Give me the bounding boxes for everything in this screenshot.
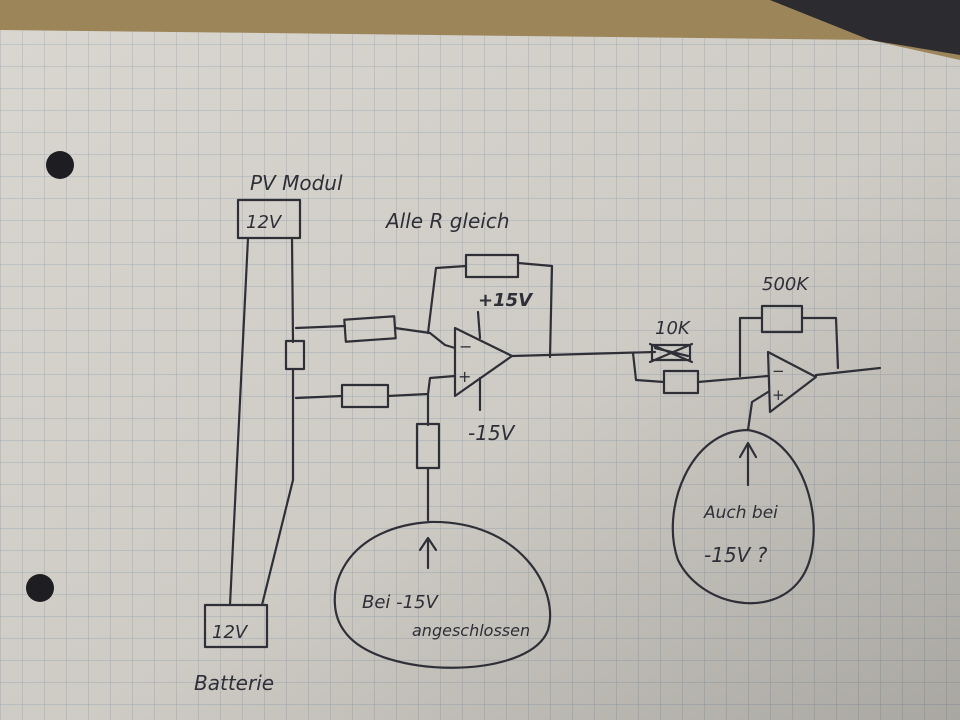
- opamp-2: [766, 350, 818, 414]
- pv-voltage-label: 12V: [246, 212, 283, 233]
- wire-feedback-2: [738, 316, 840, 378]
- opamp2-plus-sign: +: [772, 386, 785, 404]
- arrow-bubble-2: [738, 441, 758, 487]
- wire-opamp2-out: [814, 366, 882, 377]
- resistor-crossed-out: [648, 342, 694, 364]
- bubble2-line1: Auch bei: [703, 503, 778, 523]
- wire-to-r2: [294, 394, 344, 400]
- arrow-bubble-1: [418, 536, 438, 570]
- opamp1-supply-plus: [476, 310, 482, 340]
- all-r-equal-label: Alle R gleich: [384, 209, 510, 233]
- battery-label: Batterie: [194, 671, 274, 695]
- battery-voltage-label: 12V: [212, 622, 249, 643]
- punch-hole-top: [46, 151, 74, 179]
- battery-box: [203, 603, 269, 649]
- dark-object: [770, 0, 960, 55]
- paper-shadow: [0, 30, 960, 720]
- opamp-1: [453, 326, 514, 398]
- resistor-500k-label: 500K: [762, 274, 809, 295]
- pv-module-box: [236, 198, 302, 240]
- opamp1-plus-sign: +: [458, 367, 471, 386]
- wire-opamp1-out: [510, 350, 657, 358]
- bubble1-line2: angeschlossen: [412, 621, 530, 640]
- speech-bubble-1: [333, 520, 552, 669]
- shunt-resistor: [284, 339, 306, 371]
- resistor-feedback-1: [464, 253, 520, 279]
- wire-opamp2-plus: [746, 390, 770, 432]
- wire-left-vertical: [228, 236, 250, 607]
- opamp1-plus-supply-label: +15V: [478, 290, 534, 311]
- opamp1-minus-supply-label: -15V: [468, 421, 516, 445]
- resistor-500k: [760, 304, 804, 334]
- wire-to-10k: [631, 351, 666, 384]
- wire-10k-to-opamp2: [696, 374, 770, 384]
- pv-module-label: PV Modul: [250, 171, 343, 195]
- opamp2-minus-sign: −: [772, 362, 785, 380]
- speech-bubble-2: [671, 428, 815, 605]
- wire-right-vertical: [260, 236, 295, 607]
- bubble2-line2: -15V ?: [704, 543, 768, 567]
- wire-feedback-1: [426, 261, 554, 359]
- wire-to-r1: [294, 324, 347, 330]
- punch-hole-bottom: [26, 574, 54, 602]
- opamp1-minus-sign: −: [459, 337, 472, 356]
- wire-r2-to-plus: [386, 374, 457, 398]
- resistor-10k-label: 10K: [655, 318, 691, 339]
- wire-r1-to-minus: [393, 326, 457, 350]
- bubble1-line1: Bei -15V: [362, 592, 440, 613]
